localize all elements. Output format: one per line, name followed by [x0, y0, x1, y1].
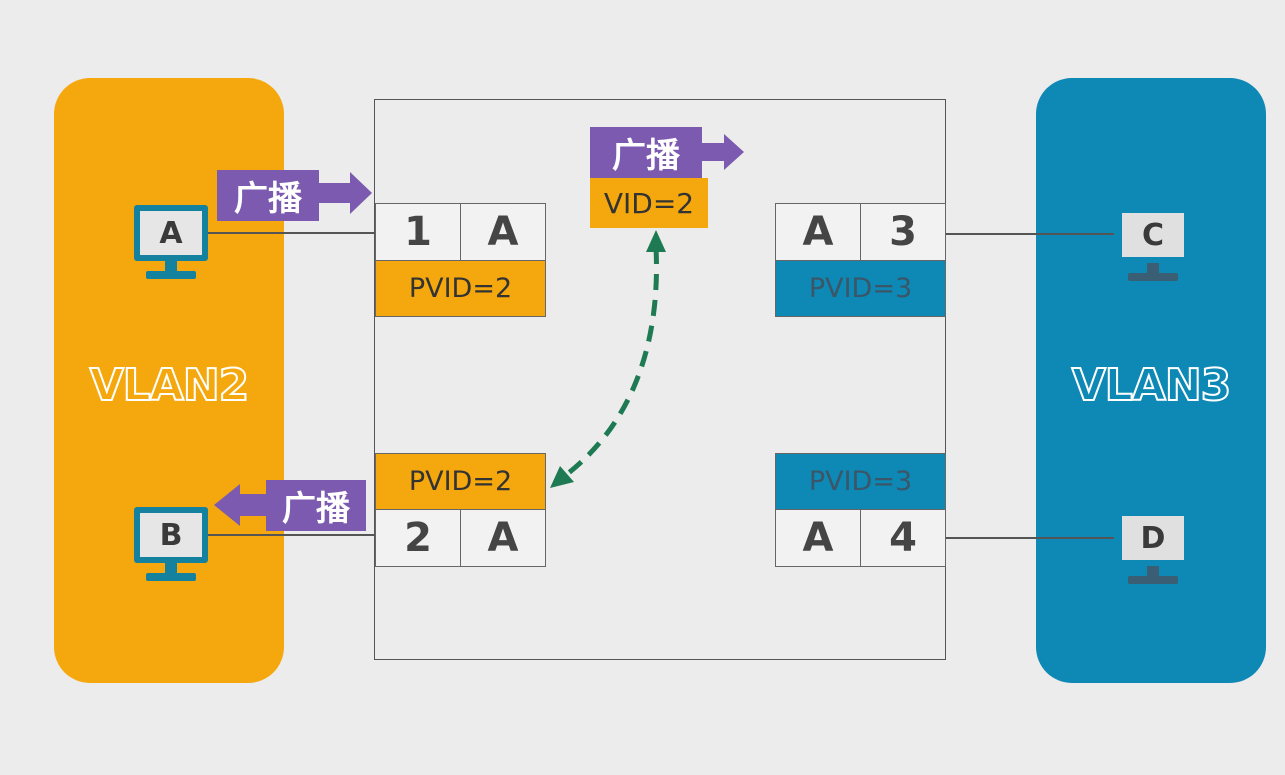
port3-number: 3: [860, 203, 946, 261]
port1-number: 1: [375, 203, 461, 261]
host-b[interactable]: B: [134, 507, 208, 587]
port4-pvid: PVID=3: [775, 453, 946, 510]
outgoing-arrow-icon: [214, 484, 270, 526]
monitor-icon: C: [1116, 207, 1190, 263]
port3-pvid: PVID=3: [775, 260, 946, 317]
vlan3-label: VLAN3: [1071, 359, 1233, 412]
incoming-arrow-icon: [318, 172, 372, 214]
monitor-icon: A: [134, 205, 208, 261]
port4-number: 4: [860, 509, 946, 567]
port2-number: 2: [375, 509, 461, 567]
host-a-label: A: [140, 211, 202, 255]
port2-pvid: PVID=2: [375, 453, 546, 510]
flow-arrow-head-top-icon: [646, 230, 666, 252]
host-d[interactable]: D: [1116, 510, 1190, 590]
port1-pvid: PVID=2: [375, 260, 546, 317]
internal-broadcast-tag: 广播: [590, 127, 702, 178]
host-b-label: B: [140, 513, 202, 557]
host-c-label: C: [1122, 213, 1184, 257]
outgoing-broadcast-tag: 广播: [266, 480, 366, 531]
flow-arrow-head-bottom-icon: [550, 466, 574, 488]
internal-vid-tag: VID=2: [590, 178, 708, 228]
monitor-icon: D: [1116, 510, 1190, 566]
host-c[interactable]: C: [1116, 207, 1190, 287]
monitor-icon: B: [134, 507, 208, 563]
host-a[interactable]: A: [134, 205, 208, 285]
internal-arrow-icon: [700, 134, 744, 170]
port2-host: A: [460, 509, 546, 567]
incoming-broadcast-tag: 广播: [217, 170, 319, 221]
switch: [374, 99, 946, 660]
port1-host: A: [460, 203, 546, 261]
vlan2-label: VLAN2: [89, 359, 251, 412]
host-d-label: D: [1122, 516, 1184, 560]
port3-host: A: [775, 203, 861, 261]
port4-host: A: [775, 509, 861, 567]
vlan-flow-arrow: [560, 247, 659, 481]
